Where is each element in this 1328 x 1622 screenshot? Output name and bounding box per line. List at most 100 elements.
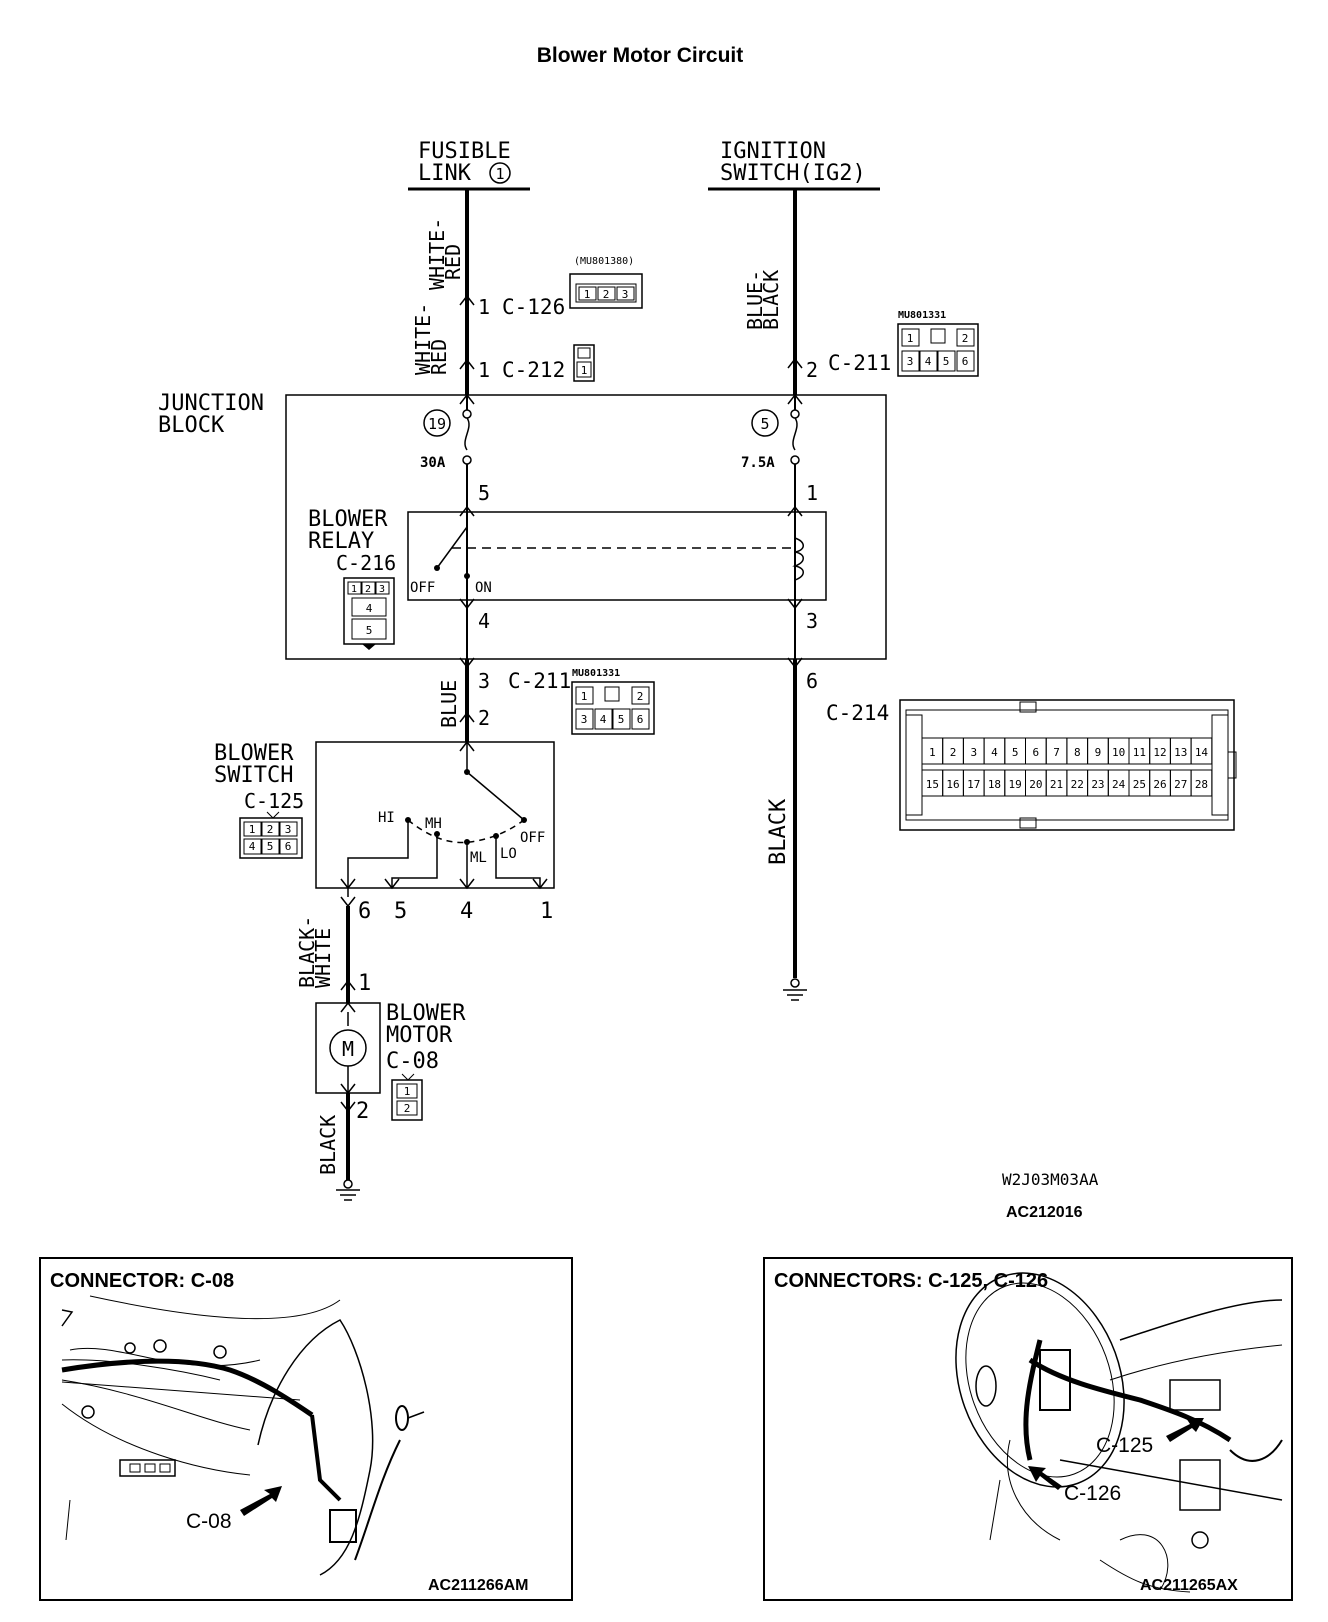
svg-text:1: 1 [907, 332, 914, 345]
svg-text:1: 1 [581, 364, 588, 377]
c214-pin-cell [1190, 769, 1213, 797]
c214-pin-label: 15 [926, 778, 939, 791]
svg-text:BLOWER: BLOWER [214, 741, 294, 766]
svg-text:BLOCK: BLOCK [158, 413, 225, 438]
connector-c216: C-216 1 2 3 4 5 [336, 551, 396, 650]
c214-pin-label: 10 [1112, 746, 1125, 759]
c214-pin-label: 24 [1112, 778, 1126, 791]
svg-text:OFF: OFF [410, 580, 435, 596]
svg-text:1: 1 [581, 690, 588, 703]
wire-label-white-red-upper: WHITE- RED [425, 218, 465, 290]
c214-pin-label: 28 [1195, 778, 1208, 791]
c214-pin-label: 16 [946, 778, 959, 791]
svg-text:SWITCH(IG2): SWITCH(IG2) [720, 161, 866, 186]
c214-pin-label: 22 [1071, 778, 1084, 791]
ground-icon-left [336, 1179, 360, 1201]
ac-code: AC212016 [1006, 1204, 1083, 1221]
svg-text:5: 5 [478, 481, 490, 505]
c214-pin-label: 27 [1174, 778, 1187, 791]
svg-text:6: 6 [358, 899, 371, 924]
svg-text:C-211: C-211 [828, 351, 891, 375]
svg-text:RED: RED [427, 339, 451, 375]
blower-switch: BLOWER SWITCH HI MH ML LO OFF 6 5 4 1 [214, 740, 555, 924]
svg-text:HI: HI [378, 810, 395, 826]
svg-text:4: 4 [249, 840, 256, 853]
svg-text:BLOWER: BLOWER [308, 507, 388, 532]
wire-label-black-white: BLACK- WHITE [295, 916, 335, 988]
diagram-code: W2J03M03AA [1002, 1170, 1099, 1189]
connector-c211-mid: 3 C-211 2 MU801331 1 2 3 4 5 6 [459, 668, 655, 735]
svg-text:1: 1 [404, 1085, 411, 1098]
junction-block: JUNCTION BLOCK 19 30A 5 5 7.5A 1 BLOWER … [158, 391, 887, 668]
svg-text:2: 2 [806, 358, 818, 382]
arrow-c126-icon [1028, 1466, 1062, 1490]
c214-pin-label: 9 [1095, 746, 1102, 759]
svg-text:2: 2 [637, 690, 644, 703]
svg-text:4: 4 [600, 713, 607, 726]
svg-text:1: 1 [358, 971, 371, 996]
svg-text:JUNCTION: JUNCTION [158, 391, 264, 416]
svg-text:MOTOR: MOTOR [386, 1023, 453, 1048]
svg-text:2: 2 [404, 1102, 411, 1115]
c214-pin-label: 17 [967, 778, 980, 791]
svg-text:5: 5 [366, 624, 373, 637]
c214-pin-label: 21 [1050, 778, 1063, 791]
wire-label-white-red-lower: WHITE- RED [411, 303, 451, 375]
svg-text:1: 1 [249, 823, 256, 836]
svg-text:WHITE-: WHITE- [411, 303, 435, 375]
svg-text:BLACK: BLACK [759, 270, 783, 330]
c214-pin-label: 8 [1074, 746, 1081, 759]
svg-text:3: 3 [379, 584, 385, 595]
svg-text:1: 1 [478, 358, 490, 382]
svg-text:19: 19 [428, 415, 446, 433]
c214-pin-label: 18 [988, 778, 1001, 791]
svg-text:MU801331: MU801331 [572, 668, 620, 679]
c214-pin-label: 6 [1033, 746, 1040, 759]
c214-pin-label: 26 [1153, 778, 1166, 791]
svg-text:1: 1 [351, 584, 357, 595]
svg-text:4: 4 [460, 899, 473, 924]
blower-relay: BLOWER RELAY OFF ON [308, 505, 827, 610]
svg-text:2: 2 [478, 706, 490, 730]
svg-text:WHITE-: WHITE- [425, 218, 449, 290]
svg-text:ML: ML [470, 850, 487, 866]
svg-text:3: 3 [478, 669, 490, 693]
c214-pin-label: 7 [1053, 746, 1060, 759]
arrow-c125-icon [1166, 1418, 1204, 1442]
svg-text:1: 1 [478, 295, 490, 319]
svg-text:1: 1 [806, 481, 818, 505]
c214-pin-label: 4 [991, 746, 998, 759]
wire-label-blue-black: BLUE- BLACK [743, 270, 783, 330]
arrow-c08-icon [240, 1486, 282, 1516]
fusible-link-source: FUSIBLE LINK 1 [408, 139, 530, 191]
connector-c211-top: 2 C-211 MU801331 1 2 3 4 5 6 [787, 310, 979, 382]
c214-pin-label: 19 [1009, 778, 1022, 791]
connector-c125: C-125 1 2 3 4 5 6 [239, 789, 304, 859]
svg-text:5: 5 [618, 713, 625, 726]
c214-pin-label: 23 [1091, 778, 1104, 791]
svg-text:OFF: OFF [520, 830, 545, 846]
svg-text:C-214: C-214 [826, 701, 889, 725]
svg-text:4: 4 [478, 609, 490, 633]
c214-pin-label: 25 [1133, 778, 1146, 791]
c214-pin-label: 13 [1174, 746, 1187, 759]
svg-text:4: 4 [366, 602, 373, 615]
svg-text:6: 6 [637, 713, 644, 726]
svg-text:C-212: C-212 [502, 358, 565, 382]
panel-title-c08: CONNECTOR: C-08 [50, 1270, 234, 1292]
svg-text:LO: LO [500, 846, 517, 862]
fusible-link-label-2: LINK [418, 161, 472, 186]
callout-c08: C-08 [186, 1510, 232, 1533]
svg-text:5: 5 [394, 899, 407, 924]
c214-pin-label: 3 [970, 746, 977, 759]
svg-text:2: 2 [603, 288, 610, 301]
c214-pin-label: 2 [950, 746, 957, 759]
connector-panel-c125-c126: CONNECTORS: C-125, C-126 C-125 C-126 AC2… [763, 1257, 1293, 1601]
svg-text:3: 3 [806, 609, 818, 633]
ground-icon-right [783, 978, 807, 1001]
c214-pin-label: 1 [929, 746, 936, 759]
svg-text:WHITE: WHITE [311, 928, 335, 988]
svg-text:M: M [342, 1037, 354, 1061]
